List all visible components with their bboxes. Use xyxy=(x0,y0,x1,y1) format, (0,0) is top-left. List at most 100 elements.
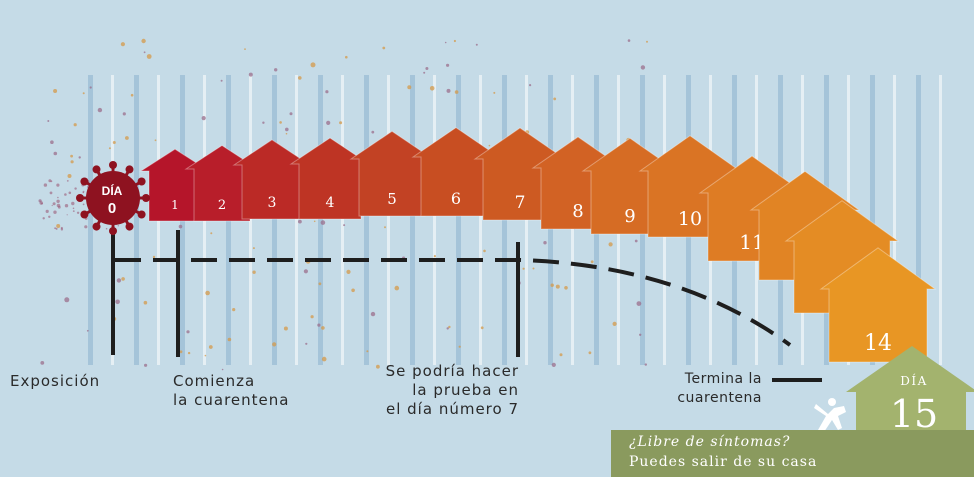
particle xyxy=(53,151,58,156)
particle xyxy=(588,351,592,355)
particle xyxy=(376,364,380,369)
particle xyxy=(227,337,232,342)
timeline-dashed-path xyxy=(115,258,792,347)
particle xyxy=(423,71,426,74)
symptom-free-question: ¿Libre de síntomas? xyxy=(629,434,791,450)
particle xyxy=(39,201,43,205)
particle xyxy=(646,40,648,43)
symptom-free-band xyxy=(611,430,974,477)
stripe xyxy=(479,75,482,365)
particle xyxy=(71,201,75,206)
particle xyxy=(47,120,50,122)
particle xyxy=(66,180,69,182)
particle xyxy=(84,225,88,229)
particle xyxy=(564,286,568,290)
particle xyxy=(433,255,436,258)
particle xyxy=(543,241,547,245)
particle xyxy=(453,39,456,43)
particle xyxy=(627,39,631,42)
particle xyxy=(370,311,376,317)
particle xyxy=(201,116,206,121)
particle xyxy=(612,321,617,326)
particle xyxy=(64,297,70,303)
particle xyxy=(57,196,59,199)
particle xyxy=(634,239,638,243)
particle xyxy=(49,191,53,195)
particle xyxy=(325,90,329,94)
particle xyxy=(146,54,152,59)
particle xyxy=(125,136,129,140)
stripe xyxy=(295,75,298,365)
particle xyxy=(82,191,85,194)
particle xyxy=(289,112,293,116)
particle xyxy=(303,269,308,274)
house-day-number: 8 xyxy=(572,201,583,222)
particle xyxy=(78,156,81,159)
house-day-number: 1 xyxy=(171,198,179,212)
particle xyxy=(351,288,355,293)
particle xyxy=(279,121,282,124)
particle xyxy=(522,267,525,270)
particle xyxy=(66,214,68,216)
particle xyxy=(272,342,277,347)
particle xyxy=(86,329,89,332)
particle xyxy=(493,91,496,94)
house-day-number: 5 xyxy=(387,190,397,208)
stripe xyxy=(318,75,323,365)
house-day-number: 6 xyxy=(451,189,461,208)
particle xyxy=(186,330,190,334)
particle xyxy=(252,247,255,250)
particle xyxy=(122,112,126,116)
particle xyxy=(345,55,348,59)
particle xyxy=(458,345,461,348)
start-text-line1: Comienza xyxy=(173,372,256,390)
test-label: Se podría hacer la prueba en el día núme… xyxy=(386,362,519,419)
house-shape xyxy=(819,247,937,363)
stripe xyxy=(916,75,921,365)
particle xyxy=(321,326,325,330)
particle xyxy=(205,290,210,296)
particle xyxy=(64,193,67,196)
particle xyxy=(313,220,316,223)
particle xyxy=(488,144,491,147)
particle xyxy=(285,132,288,135)
particle xyxy=(154,139,157,142)
particle xyxy=(310,62,316,68)
particle xyxy=(121,277,125,281)
house-day-number: 3 xyxy=(268,195,277,211)
particle xyxy=(208,345,213,349)
particle xyxy=(143,51,146,54)
particle xyxy=(115,299,120,305)
particle xyxy=(97,107,103,113)
start-label: Comienza la cuarentena xyxy=(173,372,289,410)
virus-icon xyxy=(76,161,150,235)
particle xyxy=(446,327,449,330)
particle xyxy=(117,225,120,227)
particle xyxy=(40,361,45,365)
start-text-line2: la cuarentena xyxy=(173,391,290,409)
particle xyxy=(551,362,556,367)
particle xyxy=(283,326,288,331)
stripe xyxy=(456,75,461,365)
particle xyxy=(82,92,85,95)
particle xyxy=(204,354,207,357)
stripe xyxy=(272,75,277,365)
particle xyxy=(248,72,253,77)
particle xyxy=(285,127,289,132)
particle xyxy=(53,89,58,93)
particle xyxy=(152,255,156,259)
day-15-house-shape xyxy=(846,346,974,445)
end-text-line1: Termina la xyxy=(684,371,762,387)
particle xyxy=(221,368,224,371)
particle xyxy=(639,333,642,336)
particle xyxy=(317,323,321,327)
house-day-number: 4 xyxy=(326,195,335,211)
particle xyxy=(52,202,56,206)
particle xyxy=(559,353,563,357)
particle xyxy=(141,38,146,44)
stripe xyxy=(249,75,252,365)
particle xyxy=(274,68,278,72)
particle xyxy=(326,120,331,125)
exposure-text: Exposición xyxy=(10,372,101,390)
